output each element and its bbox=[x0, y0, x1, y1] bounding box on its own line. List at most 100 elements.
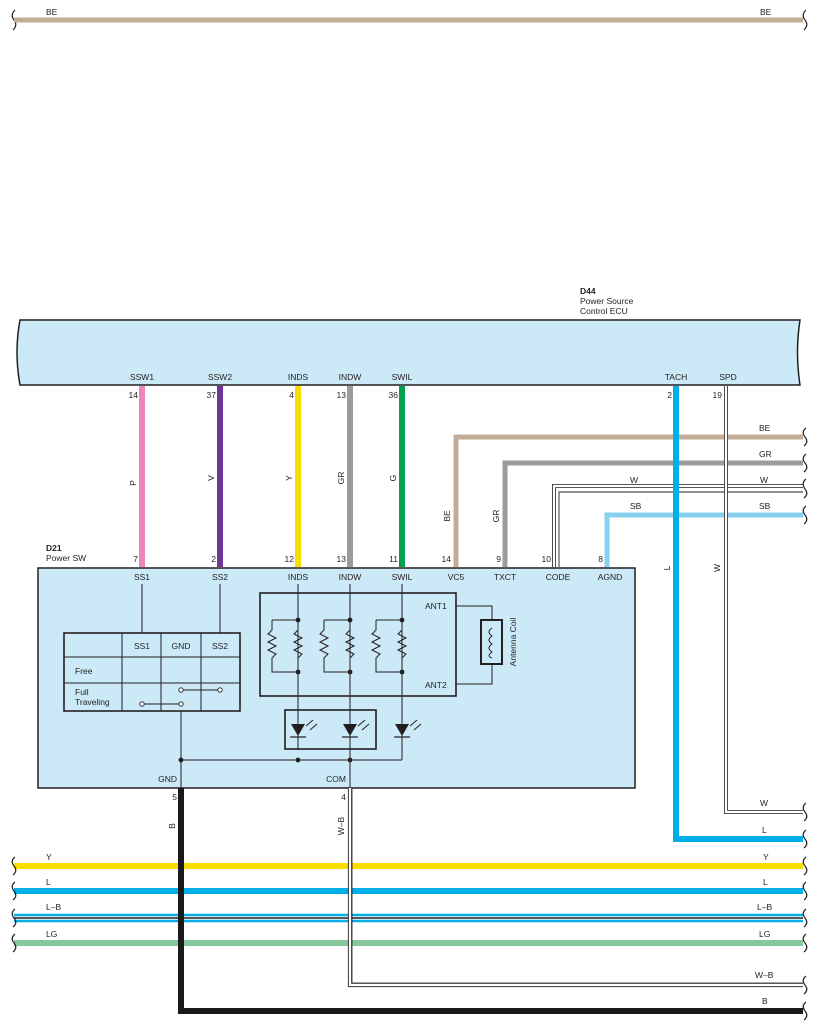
wire-com-wb-outer bbox=[347, 788, 803, 988]
wire-tach-l bbox=[673, 386, 803, 842]
sw-pin-num-gnd: 5 bbox=[172, 792, 177, 802]
table-row-free: Free bbox=[75, 666, 93, 676]
wire-label-g: G bbox=[388, 475, 398, 482]
table-row-full: Full bbox=[75, 687, 89, 697]
ecu-pin-num-ssw1: 14 bbox=[129, 390, 139, 400]
wire-break-tach-right bbox=[802, 829, 808, 849]
bus-break-left-lb bbox=[11, 908, 17, 928]
sw-pin-inds: INDS bbox=[288, 572, 309, 582]
ecu-pin-num-swil: 36 bbox=[389, 390, 399, 400]
code-w-inner-label: W bbox=[630, 475, 638, 485]
led-box bbox=[284, 709, 377, 750]
ecu-body bbox=[16, 319, 801, 386]
ground-wires: B W–B W–B B bbox=[167, 788, 808, 1021]
right-label-w: W bbox=[760, 475, 768, 485]
wire-code-w-inner bbox=[552, 484, 803, 567]
bus-break-left-lg bbox=[11, 933, 17, 953]
wire-label-p: P bbox=[128, 480, 138, 486]
resistor-pair-indw bbox=[318, 619, 356, 673]
table-header-ss2: SS2 bbox=[212, 641, 228, 651]
bus-break-right-lg bbox=[802, 933, 808, 953]
wire-break-spd-right bbox=[802, 802, 808, 822]
ant1-label: ANT1 bbox=[425, 601, 447, 611]
wire-com-wb-inner bbox=[348, 788, 803, 987]
sw-pin-num-ss2: 2 bbox=[211, 554, 216, 564]
wire-break-w-right bbox=[802, 478, 808, 499]
sw-pin-num-ss1: 7 bbox=[133, 554, 138, 564]
agnd-sb-inner-label: SB bbox=[630, 501, 642, 511]
antenna-wiring bbox=[455, 605, 493, 685]
ecu-name-line2: Control ECU bbox=[580, 306, 628, 316]
top-be-left-label: BE bbox=[46, 7, 58, 17]
coil-icon bbox=[488, 627, 493, 659]
led-inds-icon bbox=[290, 719, 318, 738]
ecu-name-line1: Power Source bbox=[580, 296, 634, 306]
sw-pin-num-txct: 9 bbox=[496, 554, 501, 564]
bus-lb-right-label: L–B bbox=[757, 902, 772, 912]
sw-pin-gnd: GND bbox=[158, 774, 177, 784]
sw-pin-com: COM bbox=[326, 774, 346, 784]
bus-l-left-label: L bbox=[46, 877, 51, 887]
ecu-pin-swil: SWIL bbox=[392, 372, 413, 382]
bus-l-right-label: L bbox=[763, 877, 768, 887]
switch-table: SS1 GND SS2 Free Full Traveling bbox=[63, 632, 241, 712]
wire-break-sb-right bbox=[802, 505, 808, 525]
top-be-right-label: BE bbox=[760, 7, 772, 17]
bus-lb-left-label: L–B bbox=[46, 902, 61, 912]
right-label-wb: W–B bbox=[755, 970, 774, 980]
resistor-pair-inds bbox=[266, 619, 304, 673]
ecu-pin-num-ssw2: 37 bbox=[207, 390, 217, 400]
ecu-pin-tach: TACH bbox=[665, 372, 688, 382]
wire-code-w2-outer bbox=[558, 491, 803, 567]
wire-label-wb-com: W–B bbox=[336, 816, 346, 835]
bus-lg-right-label: LG bbox=[759, 929, 770, 939]
antenna-coil-label: Antenna Coil bbox=[508, 618, 518, 667]
bus-lg-left-label: LG bbox=[46, 929, 57, 939]
led-indw-icon bbox=[342, 719, 370, 738]
wire-break-gr-right bbox=[802, 453, 808, 473]
right-label-sb: SB bbox=[759, 501, 771, 511]
wire-label-be-vc5: BE bbox=[442, 510, 452, 522]
bus-break-right-l bbox=[802, 881, 808, 901]
sw-pin-num-vc5: 14 bbox=[442, 554, 452, 564]
wire-txct-gr bbox=[502, 460, 803, 567]
sw-pin-num-inds: 12 bbox=[285, 554, 295, 564]
bus-break-left-y bbox=[11, 856, 17, 876]
power-sw-d21: D21 Power SW 7 2 12 13 11 14 9 10 8 SS1 … bbox=[37, 543, 636, 802]
sw-pin-swil: SWIL bbox=[392, 572, 413, 582]
right-label-w-spd: W bbox=[760, 798, 768, 808]
ecu-pin-ssw2: SSW2 bbox=[208, 372, 232, 382]
power-sw-name: Power SW bbox=[46, 553, 86, 563]
top-be-wire: BE BE bbox=[11, 7, 808, 31]
ant2-label: ANT2 bbox=[425, 680, 447, 690]
sw-pin-num-code: 10 bbox=[542, 554, 552, 564]
bus-wires: Y Y L L L–B L–B LG LG bbox=[11, 852, 808, 953]
sw-pin-vc5: VC5 bbox=[448, 572, 465, 582]
wire-com-wb-stripe bbox=[351, 788, 803, 984]
wire-gnd-b bbox=[178, 788, 803, 1014]
sw-pin-indw: INDW bbox=[339, 572, 362, 582]
right-wires: BE GR W W SB SB BE GR bbox=[442, 423, 808, 567]
wire-label-v: V bbox=[206, 475, 216, 481]
sw-pin-agnd: AGND bbox=[598, 572, 623, 582]
bus-break-left-l bbox=[11, 881, 17, 901]
right-label-l-tach: L bbox=[762, 825, 767, 835]
wire-label-w-spd: W bbox=[712, 564, 722, 572]
right-label-be: BE bbox=[759, 423, 771, 433]
wire-break-right bbox=[802, 9, 808, 31]
power-sw-id: D21 bbox=[46, 543, 62, 553]
ecu-pin-num-inds: 4 bbox=[289, 390, 294, 400]
tach-spd-wires: L W W L bbox=[662, 386, 808, 849]
wire-spd-w-inner bbox=[724, 386, 803, 814]
ecu-pin-ssw1: SSW1 bbox=[130, 372, 154, 382]
sw-pin-num-agnd: 8 bbox=[598, 554, 603, 564]
table-header-ss1: SS1 bbox=[134, 641, 150, 651]
break-right-wb bbox=[802, 975, 808, 995]
sw-pin-num-swil: 11 bbox=[389, 554, 398, 564]
ecu-pin-inds: INDS bbox=[288, 372, 309, 382]
wire-vc5-be bbox=[453, 434, 803, 567]
ecu-d44: D44 Power Source Control ECU SSW1 SSW2 I… bbox=[16, 286, 801, 400]
right-label-gr: GR bbox=[759, 449, 772, 459]
break-right-b bbox=[802, 1001, 808, 1021]
